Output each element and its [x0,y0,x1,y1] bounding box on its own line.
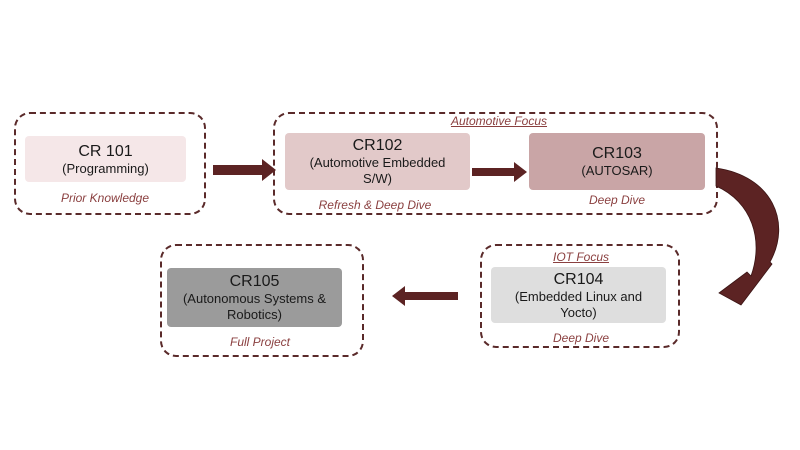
arrow-cr104-to-cr105 [392,286,458,306]
course-cr102-box: CR102 (Automotive Embedded S/W) [285,133,470,190]
course-cr101-box: CR 101 (Programming) [25,136,186,182]
automotive-focus-group [273,112,718,215]
prior-knowledge-caption: Prior Knowledge [60,191,150,205]
full-project-caption: Full Project [229,335,291,349]
automotive-focus-title: Automotive Focus [450,114,548,128]
course-cr105-desc-line2: Robotics) [227,307,282,322]
arrow-cr103-to-cr104-curved [715,167,779,306]
course-cr102-desc-line1: (Automotive Embedded [309,155,446,170]
course-cr104-box: CR104 (Embedded Linux and Yocto) [491,267,666,323]
course-cr101-code: CR 101 [78,142,133,160]
course-cr103-box: CR103 (AUTOSAR) [529,133,705,190]
full-project-group [160,244,364,357]
course-cr104-desc-line2: Yocto) [560,304,597,320]
course-cr101-desc: (Programming) [62,160,149,176]
course-cr105-desc-line1: (Autonomous Systems & [182,291,327,306]
course-cr102-code: CR102 [352,137,403,154]
refresh-deep-dive-caption: Refresh & Deep Dive [318,198,432,212]
automotive-deep-dive-caption: Deep Dive [588,193,646,207]
course-cr105-box: CR105 (Autonomous Systems & Robotics) [167,268,342,327]
iot-deep-dive-caption: Deep Dive [552,331,610,345]
arrow-cr102-to-cr103 [472,162,527,182]
course-cr104-code: CR104 [553,270,604,288]
course-cr105-code: CR105 [229,273,280,290]
iot-focus-title: IOT Focus [552,250,609,264]
iot-focus-group [480,244,680,348]
arrow-cr101-to-cr102 [213,159,276,181]
course-cr104-desc-line1: (Embedded Linux and [514,288,643,304]
prior-knowledge-group [14,112,206,215]
course-cr103-desc: (AUTOSAR) [581,163,653,178]
course-cr102-desc-line2: S/W) [363,171,392,186]
course-cr103-code: CR103 [592,145,642,162]
